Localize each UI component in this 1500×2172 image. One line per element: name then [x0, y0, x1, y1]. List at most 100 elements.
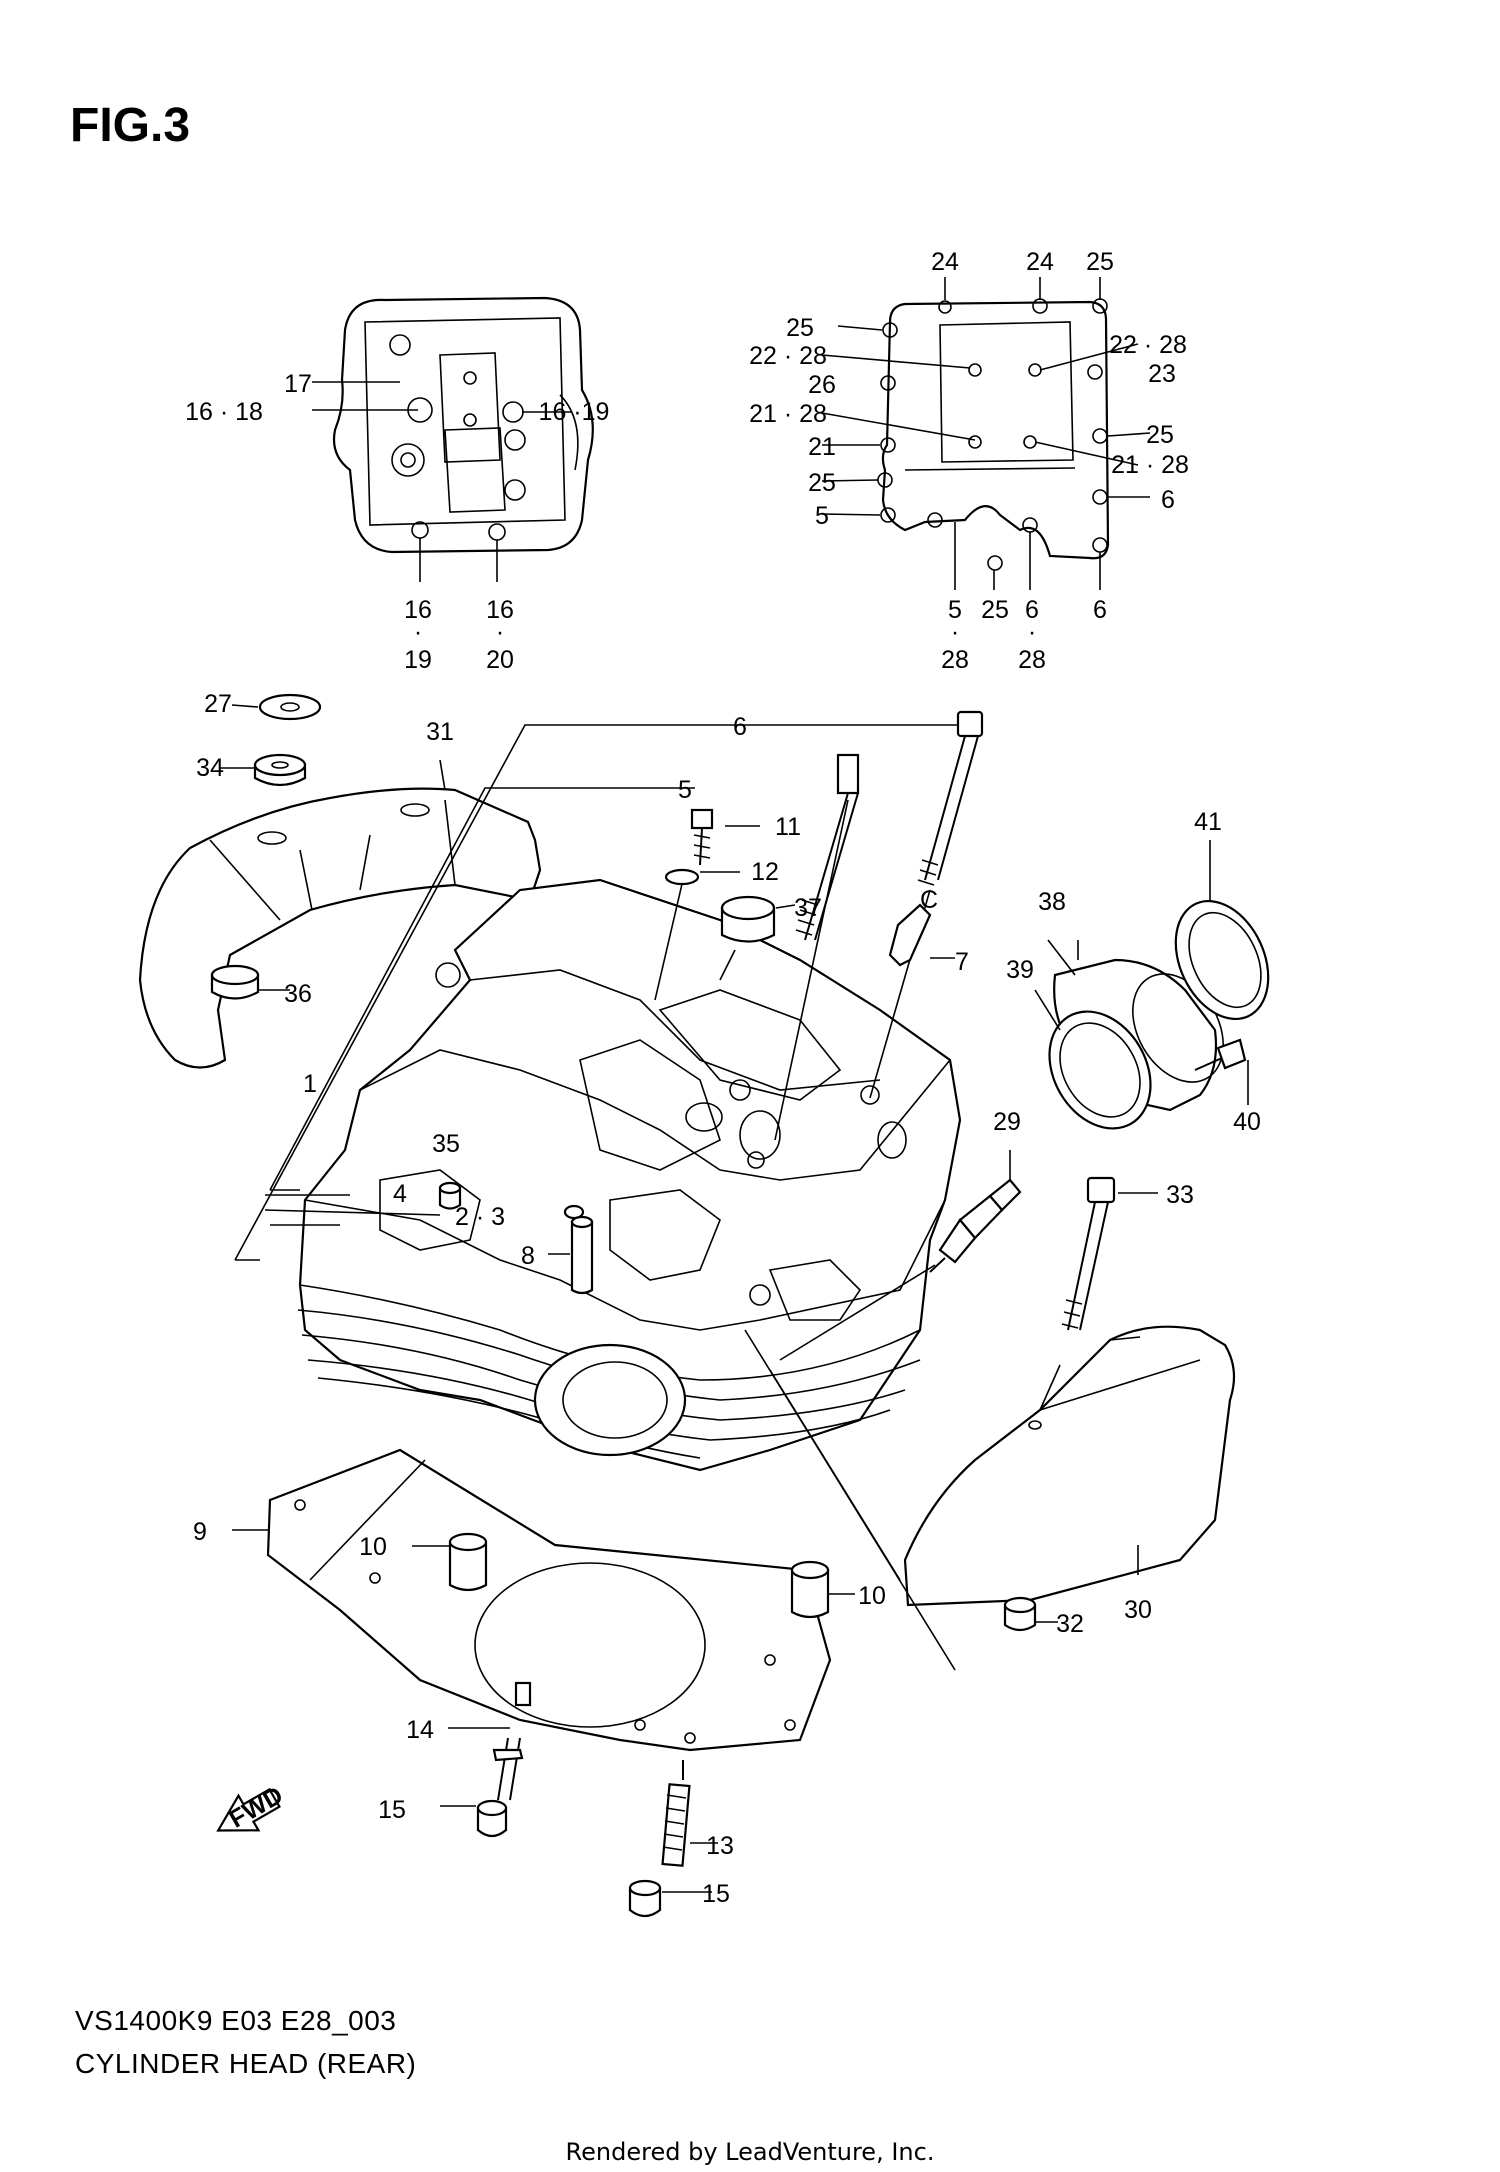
part-1-cylinder-head [297, 878, 962, 1472]
callout-top-right-12: 25 [808, 469, 836, 497]
callout-main-11: 38 [1038, 888, 1066, 916]
callout-top-left-0: 17 [284, 370, 312, 398]
part-40-screw [1194, 1038, 1249, 1105]
part-13-stud [661, 1760, 718, 1867]
part-14-stud [448, 1681, 532, 1801]
callout-main-18: 4 [393, 1180, 407, 1208]
callout-main-21: 8 [521, 1242, 535, 1270]
part-29-spark-plug [779, 1150, 1022, 1361]
inset-head-top-view [312, 296, 594, 582]
callout-main-12: 39 [1006, 956, 1034, 984]
callout-main-2: 6 [733, 713, 747, 741]
callout-main-0: 27 [204, 690, 232, 718]
callout-main-13: 36 [284, 980, 312, 1008]
part-32-dowel [1003, 1596, 1058, 1632]
part-31-side-cover [138, 759, 542, 1069]
callout-top-left-2: 16 ·19 [539, 398, 610, 426]
callout-main-26: 30 [1124, 1596, 1152, 1624]
bracket-lines [234, 724, 958, 1261]
part-36-bushing [210, 964, 290, 1000]
callout-main-20: 33 [1166, 1181, 1194, 1209]
callout-top-right-11: 21 · 28 [1111, 451, 1189, 479]
part-41-clamp [1174, 840, 1270, 1021]
callout-main-25: 32 [1056, 1610, 1084, 1638]
callout-top-right-10: 21 [808, 433, 836, 461]
part-34-grommet [220, 753, 307, 787]
callout-main-14: 1 [303, 1070, 317, 1098]
callout-main-19: 2 · 3 [455, 1203, 505, 1231]
part-11-bolt [690, 808, 760, 866]
callout-top-left-6: 16 [486, 596, 514, 624]
callout-top-right-18: 25 [981, 596, 1009, 624]
part-10-dowel-a [412, 1532, 488, 1592]
callout-main-16: 40 [1233, 1108, 1261, 1136]
callout-main-28: 15 [378, 1796, 406, 1824]
part-9-gasket [232, 1448, 832, 1752]
rendered-by-credit: Rendered by LeadVenture, Inc. [565, 2138, 935, 2166]
callout-top-right-15: 5 [948, 596, 962, 624]
inset-cover-bolt-pattern [821, 277, 1151, 590]
callout-top-left-5: 19 [404, 646, 432, 674]
callout-top-right-3: 25 [786, 314, 814, 342]
svg-text:C: C [920, 886, 938, 914]
callout-top-right-0: 24 [931, 248, 959, 276]
callout-main-30: 15 [702, 1880, 730, 1908]
figure-name: CYLINDER HEAD (REAR) [75, 2048, 417, 2079]
callout-main-6: 12 [751, 858, 779, 886]
part-10-dowel-b [790, 1560, 855, 1619]
callout-top-right-7: 26 [808, 371, 836, 399]
callout-top-right-14: 5 [815, 502, 829, 530]
callout-top-left-4: · [414, 618, 422, 646]
callout-main-15: 35 [432, 1130, 460, 1158]
callout-main-27: 14 [406, 1716, 434, 1744]
part-7-dowel: C [888, 886, 955, 967]
callout-main-3: 34 [196, 754, 224, 782]
part-37-plug [719, 895, 796, 981]
callout-top-left-8: 20 [486, 646, 514, 674]
part-12-washer [654, 868, 740, 1001]
callout-main-9: 7 [955, 948, 969, 976]
callout-top-right-9: 25 [1146, 421, 1174, 449]
callout-top-right-8: 21 · 28 [749, 400, 827, 428]
callout-main-17: 29 [993, 1108, 1021, 1136]
callout-top-right-13: 6 [1161, 486, 1175, 514]
part-33-bolt [1039, 1176, 1158, 1411]
callout-top-right-6: 23 [1148, 360, 1176, 388]
callout-top-right-2: 25 [1086, 248, 1114, 276]
callout-top-right-17: 28 [941, 646, 969, 674]
leader-29 [769, 1369, 901, 1581]
callout-top-left-3: 16 [404, 596, 432, 624]
callout-main-23: 10 [359, 1533, 387, 1561]
callout-main-4: 5 [678, 776, 692, 804]
callout-main-10: 41 [1194, 808, 1222, 836]
part-30-cover [903, 1325, 1236, 1607]
callout-main-22: 9 [193, 1518, 207, 1546]
fwd-arrow-icon: FWD [216, 1781, 288, 1834]
figure-title: FIG.3 [70, 99, 191, 152]
callout-top-left-7: · [496, 618, 504, 646]
callout-top-right-19: 6 [1025, 596, 1039, 624]
part-15-nut-b [628, 1879, 712, 1918]
callout-top-left-1: 16 · 18 [185, 398, 263, 426]
callout-main-5: 11 [775, 813, 801, 841]
callout-main-24: 10 [858, 1582, 886, 1610]
callout-top-right-1: 24 [1026, 248, 1054, 276]
callout-top-right-22: 6 [1093, 596, 1107, 624]
callout-top-right-16: · [951, 618, 959, 646]
part-27-washer [231, 693, 322, 721]
model-code: VS1400K9 E03 E28_003 [75, 2005, 397, 2036]
callout-main-7: 37 [794, 894, 822, 922]
callout-top-right-21: 28 [1018, 646, 1046, 674]
part-15-nut-a [440, 1799, 508, 1838]
part-4-dowel [438, 1181, 462, 1210]
callout-main-1: 31 [426, 718, 454, 746]
callout-top-right-20: · [1028, 618, 1036, 646]
part-8-valve-guide [548, 1215, 594, 1295]
callout-main-29: 13 [706, 1832, 734, 1860]
part-39-o-ring [1034, 989, 1152, 1130]
callout-top-right-5: 22 · 28 [1109, 331, 1187, 359]
callout-top-right-4: 22 · 28 [749, 342, 827, 370]
